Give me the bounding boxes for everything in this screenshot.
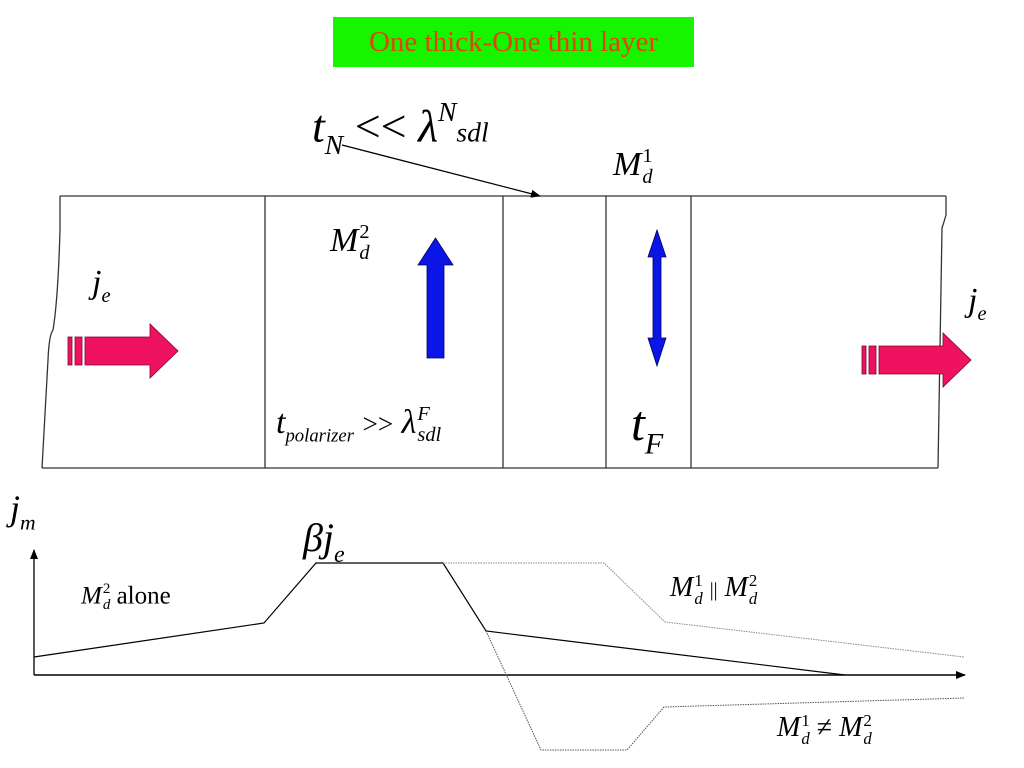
tN-condition-label: tN << λNsdl	[312, 98, 489, 159]
anti-sup2: 2	[863, 711, 872, 730]
tN-base: t	[312, 100, 325, 152]
Md2-sub: d	[359, 242, 370, 265]
tF-base: t	[631, 395, 645, 451]
jm-sub: m	[20, 510, 36, 535]
par-m2: M	[724, 572, 748, 604]
jm-base: j	[10, 488, 21, 528]
tpol-lambda: λ	[401, 404, 417, 442]
tpol-base: t	[276, 404, 286, 442]
magnetization-arrow-polarizer	[417, 237, 454, 359]
curve-md2-alone	[33, 562, 846, 676]
tN-lambda-sup: N	[438, 96, 457, 127]
y-axis-label: jm	[10, 490, 36, 534]
graph-axes	[30, 549, 966, 679]
tpol-sub: polarizer	[285, 425, 354, 447]
anti-sub2: d	[863, 728, 872, 748]
tN-pointer-arrow	[341, 144, 541, 198]
je-left-base: j	[92, 264, 102, 301]
peak-label: βje	[303, 518, 345, 567]
current-arrow-left	[67, 323, 179, 379]
par-sub1: d	[694, 588, 703, 608]
je-right-base: j	[968, 282, 978, 319]
tpol-lambda-sub: sdl	[417, 424, 442, 447]
curve-antiparallel	[485, 630, 965, 751]
tF-label: tF	[631, 398, 663, 460]
je-left-sub: e	[101, 285, 111, 308]
tN-op: <<	[354, 100, 407, 152]
title-banner: One thick-One thin layer	[333, 17, 694, 67]
anti-op: ≠	[816, 712, 833, 744]
Md1-base: M	[613, 146, 642, 184]
tpol-op: >>	[362, 409, 394, 440]
anti-sub1: d	[801, 728, 810, 748]
magnetization-arrow-thin-layer	[647, 228, 667, 368]
tN-sub: N	[324, 129, 344, 161]
title-text: One thick-One thin layer	[368, 25, 659, 58]
anti-m2: M	[839, 712, 863, 744]
Md2-base: M	[330, 222, 359, 260]
alone-sup: 2	[102, 581, 111, 597]
stack-right-edge	[937, 196, 947, 469]
peak-beta: β	[303, 515, 323, 560]
par-sup2: 2	[748, 571, 758, 590]
Md1-sub: d	[642, 166, 653, 189]
peak-base: j	[322, 515, 335, 560]
layer-stack	[41, 195, 947, 469]
Md2-sup: 2	[359, 221, 370, 243]
peak-sub: e	[334, 541, 345, 568]
tF-sub: F	[644, 427, 664, 461]
alone-sub: d	[102, 596, 111, 613]
je-left-label: je	[92, 266, 111, 307]
Md1-sup: 1	[642, 145, 653, 167]
tN-lambda-sub: sdl	[456, 116, 489, 148]
anti-sup1: 1	[801, 711, 810, 730]
alone-text: alone	[116, 582, 171, 610]
je-right-label: je	[968, 284, 987, 325]
par-sub2: d	[748, 588, 758, 608]
tN-lambda: λ	[418, 100, 439, 152]
par-op: ||	[709, 580, 718, 602]
par-m1: M	[670, 572, 694, 604]
stack-left-edge	[41, 196, 61, 469]
par-sup1: 1	[694, 571, 703, 590]
tpol-lambda-sup: F	[417, 403, 430, 425]
alone-base: M	[81, 582, 102, 610]
je-right-sub: e	[977, 303, 987, 326]
current-arrow-right	[861, 332, 972, 388]
anti-m1: M	[777, 712, 801, 744]
curve-parallel	[443, 562, 965, 658]
